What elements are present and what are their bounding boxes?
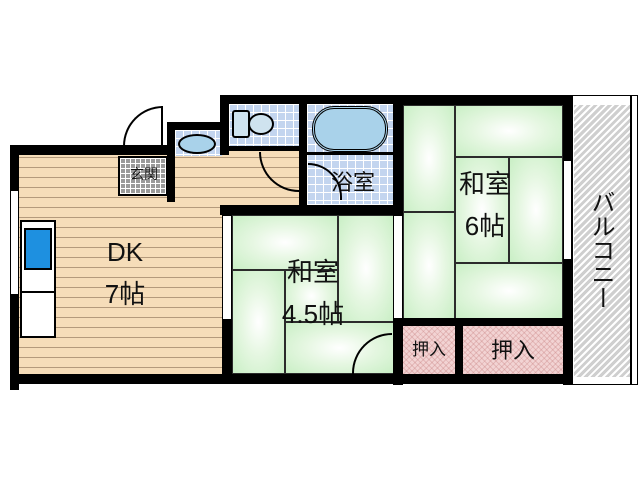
wall-basin-top xyxy=(167,122,225,130)
entrance-door-leaf xyxy=(161,106,163,146)
sliding-door-45-6[interactable] xyxy=(393,215,403,320)
wall-toilet-bottom xyxy=(220,146,300,151)
wall-dk-bottom xyxy=(10,374,570,384)
tatami-6-b xyxy=(455,105,563,157)
wall-closet-top xyxy=(393,318,573,326)
wall-dk-top xyxy=(10,145,170,155)
basin-icon xyxy=(178,134,216,154)
entrance-door[interactable] xyxy=(123,106,163,146)
washitsu-45-label: 和室 xyxy=(286,257,339,287)
balcony-floor xyxy=(574,105,630,377)
wall-toilet-right xyxy=(299,95,307,210)
balcony-label: バルコニー xyxy=(587,190,614,310)
sink-icon xyxy=(24,228,52,270)
tatami-45-a xyxy=(232,215,338,270)
sliding-door-dk[interactable] xyxy=(222,215,232,320)
wall-bath-mid xyxy=(307,152,393,155)
tatami-6-d xyxy=(509,157,563,263)
wall-closet-divider xyxy=(455,318,463,378)
wall-genkan-right xyxy=(167,122,175,202)
closet-large xyxy=(463,326,563,374)
closet-small xyxy=(403,326,455,374)
tatami-6-a xyxy=(403,105,455,212)
closet-small-label: 押入 xyxy=(412,340,446,359)
genkan-label: 玄関 xyxy=(130,166,158,182)
toilet-bowl-icon xyxy=(248,113,274,135)
wall-toilet-top xyxy=(220,95,402,104)
balcony-window[interactable] xyxy=(563,160,572,260)
wall-middle-horizontal xyxy=(220,205,402,215)
tatami-6-c xyxy=(455,157,509,263)
wall-6-top xyxy=(393,95,573,105)
tatami-45-d xyxy=(285,270,338,322)
washitsu-45-size: 4.5帖 xyxy=(281,299,345,329)
balcony-rail xyxy=(630,95,632,385)
tatami-45-c xyxy=(232,270,285,374)
wall-toilet-left xyxy=(220,95,229,155)
washitsu-6-label: 和室 xyxy=(458,169,511,199)
dk-size: 7帖 xyxy=(104,279,146,309)
tatami-45-b xyxy=(338,215,394,322)
dk-window xyxy=(10,190,19,295)
washitsu-6-size: 6帖 xyxy=(464,211,506,241)
dk-label: DK xyxy=(106,237,144,267)
kitchen-divider xyxy=(20,291,56,293)
tatami-6-f xyxy=(455,263,563,319)
closet-large-label: 押入 xyxy=(490,338,535,363)
bathtub-icon xyxy=(312,106,388,152)
